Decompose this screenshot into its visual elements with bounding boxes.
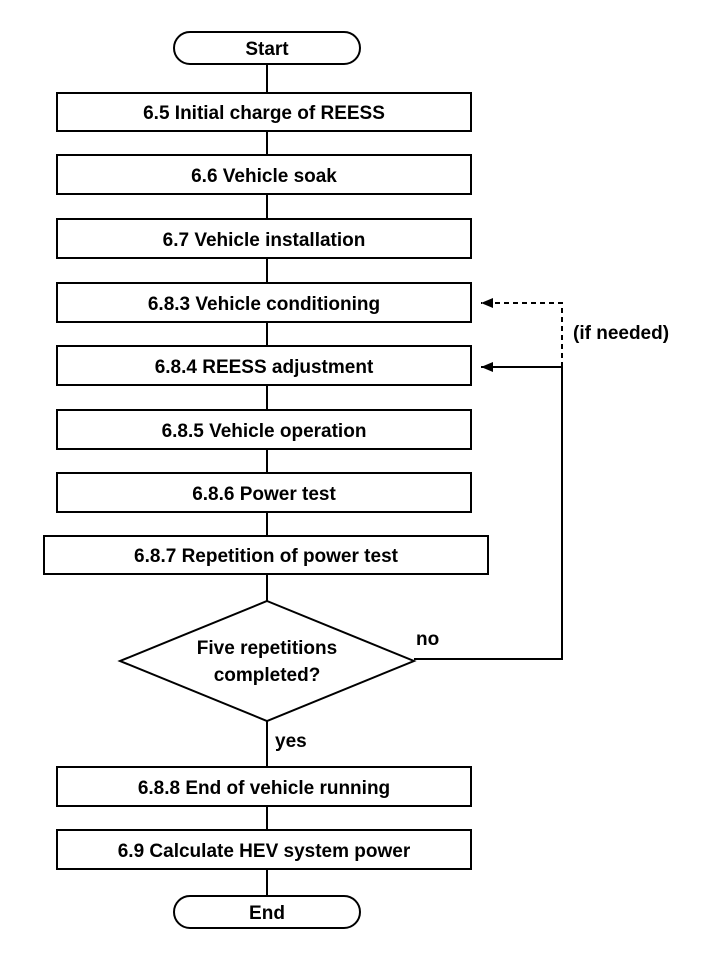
decision-yes-label: yes	[275, 731, 307, 752]
decision-no-label: no	[416, 629, 439, 650]
loop-note: (if needed)	[573, 323, 669, 344]
start-label: Start	[245, 39, 289, 60]
connector-no-loop	[414, 362, 563, 660]
step-label: 6.9 Calculate HEV system power	[118, 841, 411, 862]
process-step-vehicle-conditioning: 6.8.3 Vehicle conditioning	[56, 282, 472, 323]
start-terminal: Start	[173, 31, 361, 65]
connector-if-needed-dashed	[481, 298, 563, 367]
step-label: 6.7 Vehicle installation	[163, 230, 366, 251]
process-step-power-test: 6.8.6 Power test	[56, 472, 472, 513]
process-step-initial-charge: 6.5 Initial charge of REESS	[56, 92, 472, 132]
step-label: 6.8.7 Repetition of power test	[134, 546, 399, 567]
step-label: 6.6 Vehicle soak	[191, 166, 337, 187]
step-label: 6.8.3 Vehicle conditioning	[148, 294, 380, 315]
process-step-vehicle-operation: 6.8.5 Vehicle operation	[56, 409, 472, 450]
process-step-calculate-hev-power: 6.9 Calculate HEV system power	[56, 829, 472, 870]
end-terminal: End	[173, 895, 361, 929]
decision-line-2: completed?	[214, 665, 321, 686]
connectors	[266, 64, 563, 896]
step-label: 6.5 Initial charge of REESS	[143, 103, 385, 124]
decision-line-1: Five repetitions	[197, 638, 337, 659]
step-label: 6.8.6 Power test	[192, 484, 336, 505]
step-label: 6.8.8 End of vehicle running	[138, 778, 390, 799]
process-step-vehicle-installation: 6.7 Vehicle installation	[56, 218, 472, 259]
process-step-end-vehicle-running: 6.8.8 End of vehicle running	[56, 766, 472, 807]
step-label: 6.8.5 Vehicle operation	[162, 421, 367, 442]
decision-five-repetitions: Five repetitions completed?	[117, 599, 417, 723]
end-label: End	[249, 903, 285, 924]
process-step-vehicle-soak: 6.6 Vehicle soak	[56, 154, 472, 195]
process-step-repetition-power-test: 6.8.7 Repetition of power test	[43, 535, 489, 575]
process-step-reess-adjustment: 6.8.4 REESS adjustment	[56, 345, 472, 386]
step-label: 6.8.4 REESS adjustment	[155, 357, 374, 378]
